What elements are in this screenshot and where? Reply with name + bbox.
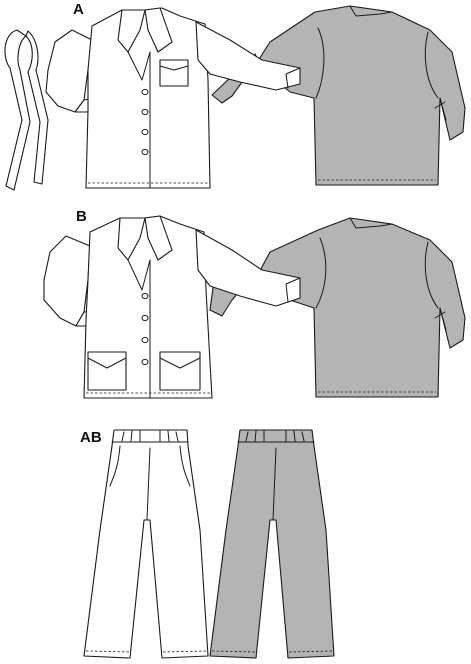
button <box>141 88 149 96</box>
belt-a <box>4 29 49 191</box>
button <box>141 358 149 366</box>
trousers-front <box>83 429 209 659</box>
trousers-back <box>209 429 335 659</box>
button <box>141 336 149 344</box>
button <box>141 108 149 116</box>
button <box>141 128 149 136</box>
button <box>141 148 149 156</box>
label-view-b: B <box>76 208 87 225</box>
label-view-ab: AB <box>80 429 102 446</box>
jacket-b-back <box>209 217 466 398</box>
jacket-b-front <box>43 215 301 399</box>
jacket-a-front <box>45 7 301 189</box>
label-view-a: A <box>73 1 84 18</box>
button <box>141 314 149 322</box>
button <box>141 292 149 300</box>
jacket-a-back <box>211 5 466 186</box>
